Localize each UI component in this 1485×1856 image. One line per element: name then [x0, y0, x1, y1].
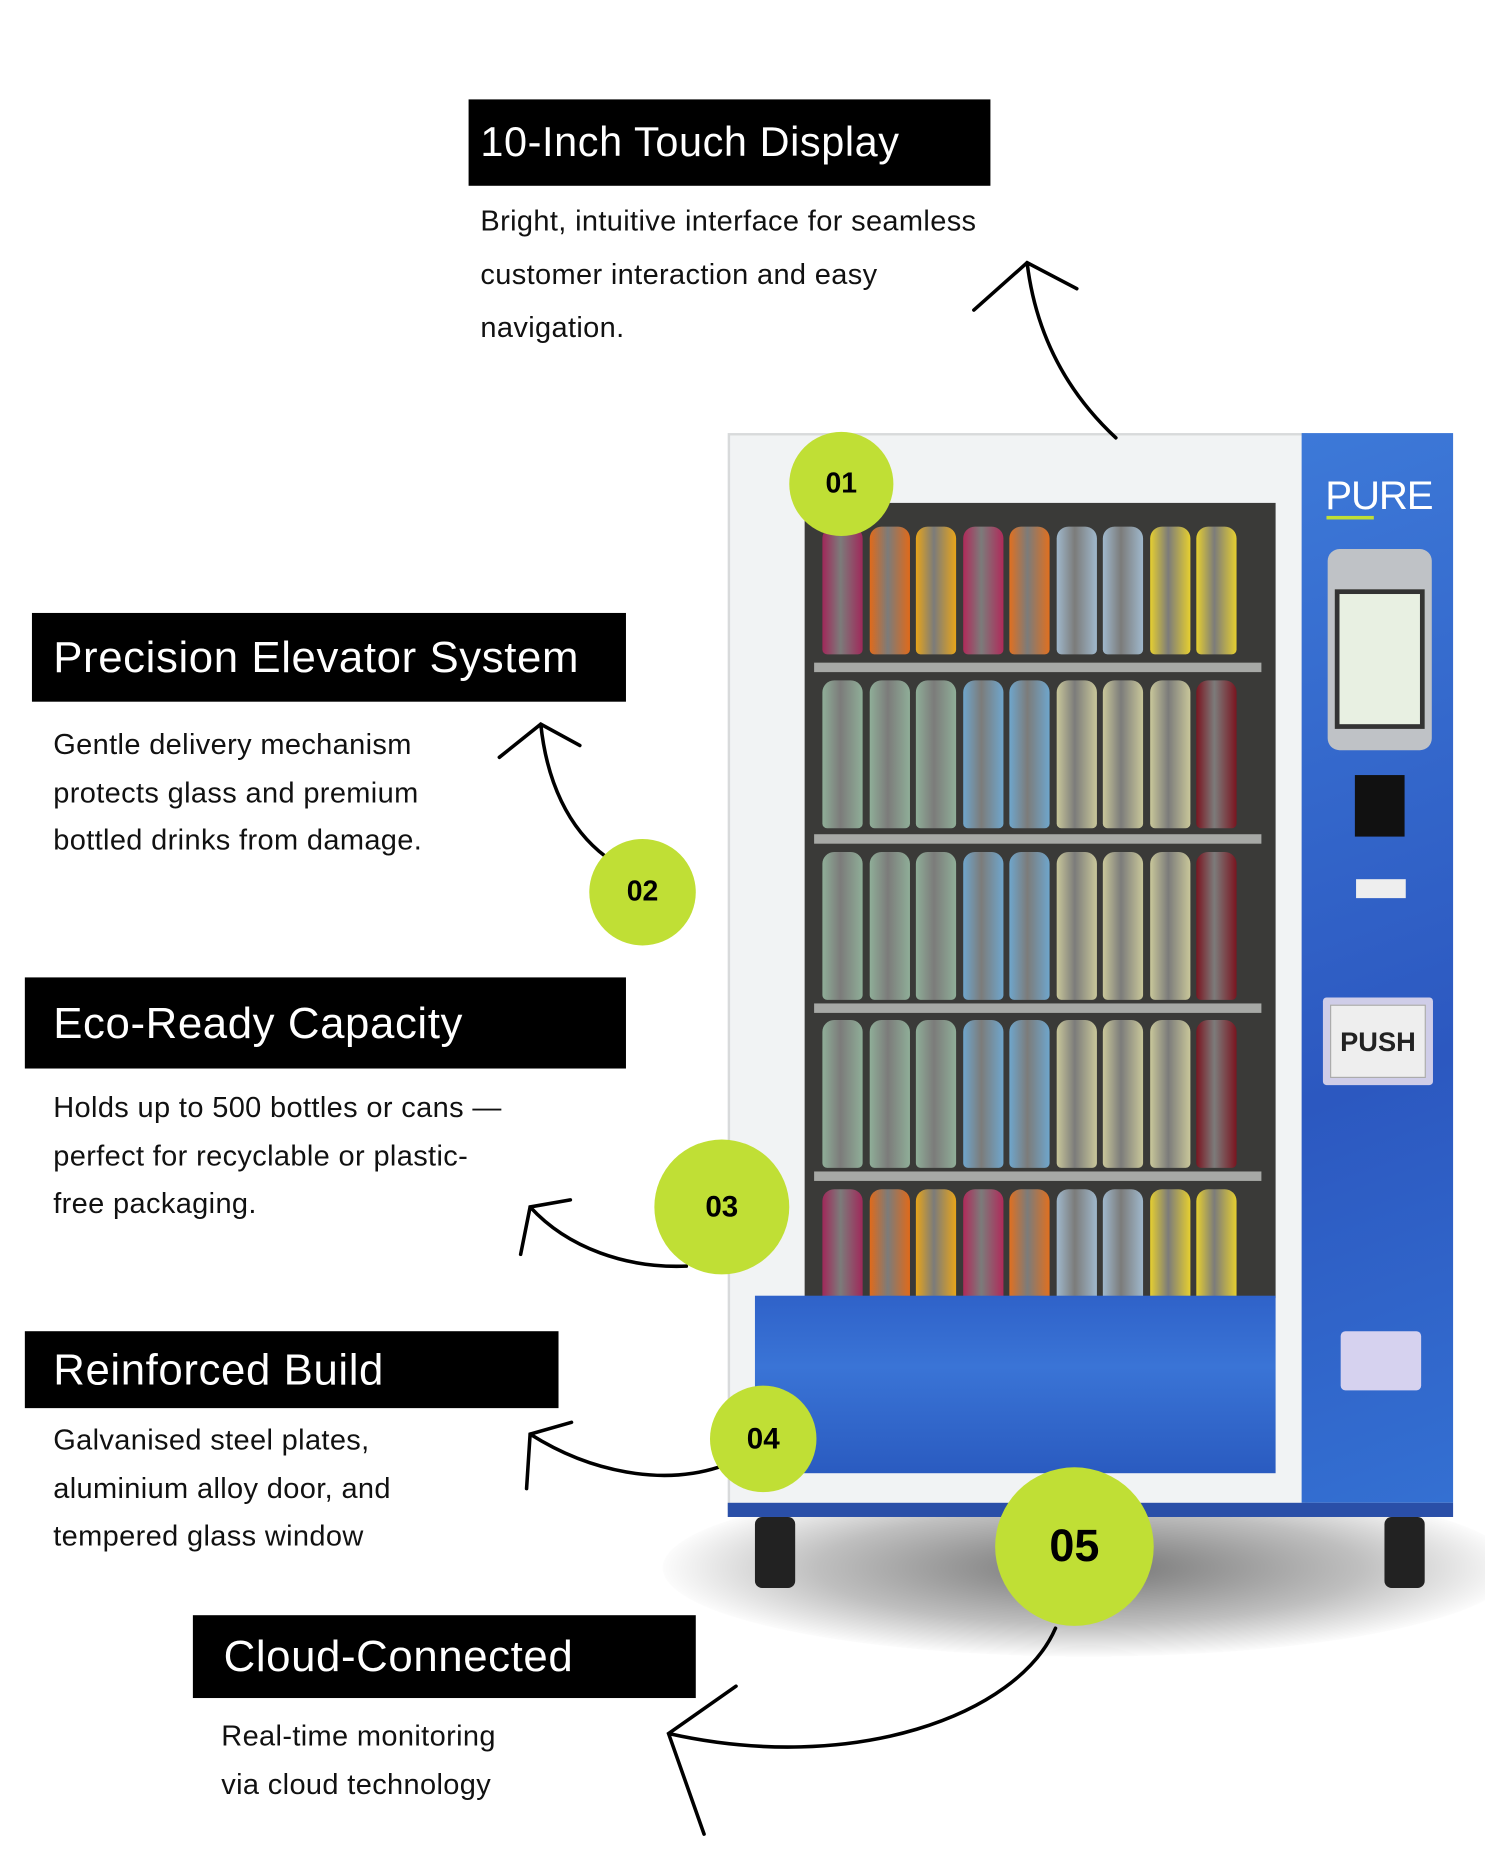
bottle	[1009, 680, 1050, 829]
coin-return-tray	[1340, 1331, 1422, 1391]
feature-number-03: 03	[654, 1139, 790, 1275]
feature-desc-02: Gentle delivery mechanism protects glass…	[53, 722, 422, 866]
bottle	[1102, 851, 1144, 1000]
bottle	[1009, 1020, 1050, 1168]
desc-line: tempered glass window	[53, 1520, 364, 1553]
feature-desc-01: Bright, intuitive interface for seamless…	[480, 195, 976, 355]
logo-underline	[1326, 515, 1374, 520]
bottle	[1196, 526, 1237, 655]
bottle	[1149, 680, 1190, 829]
bottle	[869, 851, 910, 1000]
desc-line: Gentle delivery mechanism	[53, 728, 412, 761]
push-label: PUSH	[1330, 1004, 1426, 1078]
bottle	[1196, 1020, 1237, 1168]
shelf	[814, 834, 1262, 844]
arrow-02	[497, 722, 608, 859]
desc-line: free packaging.	[53, 1188, 257, 1220]
arrow-05	[666, 1626, 1058, 1836]
feature-number-05: 05	[995, 1467, 1154, 1626]
bottle	[1056, 851, 1097, 1000]
wheel	[1384, 1516, 1425, 1588]
desc-line: perfect for recyclable or plastic-	[53, 1140, 469, 1173]
desc-line: customer interaction and easy	[480, 259, 878, 292]
bottle	[1196, 851, 1237, 1000]
feature-number-01: 01	[789, 431, 894, 537]
bottle	[1149, 1020, 1190, 1168]
shelf	[814, 1171, 1262, 1181]
feature-desc-03: Holds up to 500 bottles or cans — perfec…	[53, 1085, 501, 1229]
bottle	[1009, 851, 1050, 1000]
push-door[interactable]: PUSH	[1322, 997, 1433, 1086]
feature-title-03: Eco-Ready Capacity	[24, 977, 626, 1069]
bottle	[822, 1020, 863, 1168]
feature-title-01: 10-Inch Touch Display	[468, 99, 991, 186]
desc-line: bottled drinks from damage.	[53, 824, 423, 857]
touch-screen[interactable]	[1327, 549, 1432, 751]
bottle	[1056, 1020, 1097, 1168]
coin-insert-slot	[1356, 879, 1406, 899]
brand-logo: PURE	[1325, 473, 1433, 519]
desc-line: Holds up to 500 bottles or cans —	[53, 1092, 502, 1125]
bill-insert-slot	[1354, 775, 1405, 837]
bottle	[915, 1020, 957, 1168]
desc-line: Real-time monitoring	[221, 1720, 496, 1753]
feature-title-02: Precision Elevator System	[31, 612, 626, 702]
feature-number-04: 04	[709, 1385, 817, 1493]
bottle	[1102, 1020, 1144, 1168]
desc-line: via cloud technology	[221, 1768, 492, 1801]
desc-line: Bright, intuitive interface for seamless	[480, 205, 977, 238]
bottle	[962, 851, 1003, 1000]
bottle	[1102, 680, 1144, 829]
wheel	[754, 1516, 796, 1588]
arrow-01	[972, 260, 1118, 440]
feature-desc-05: Real-time monitoring via cloud technolog…	[221, 1713, 496, 1809]
desc-line: Galvanised steel plates,	[53, 1424, 370, 1457]
bottle	[1149, 526, 1190, 655]
arrow-03	[518, 1198, 689, 1269]
bottle	[915, 851, 957, 1000]
bottle	[1149, 851, 1190, 1000]
bottle	[822, 851, 863, 1000]
shelf	[814, 1003, 1262, 1013]
bottle	[869, 1020, 910, 1168]
shelf	[814, 662, 1262, 673]
bottle	[962, 1020, 1003, 1168]
bottle	[1009, 526, 1050, 655]
feature-title-04: Reinforced Build	[24, 1331, 559, 1409]
bottle	[1196, 680, 1237, 829]
bottle	[915, 680, 957, 829]
bottle	[915, 526, 957, 655]
desc-line: protects glass and premium	[53, 776, 419, 809]
water-graphic-panel	[754, 1295, 1276, 1474]
bottle	[869, 680, 910, 829]
desc-line: aluminium alloy door, and	[53, 1472, 391, 1505]
bottle	[869, 526, 910, 655]
bottle	[962, 680, 1003, 829]
desc-line: navigation.	[480, 312, 625, 345]
bottle	[1056, 680, 1097, 829]
bottle	[962, 526, 1003, 655]
bottle	[822, 526, 863, 655]
feature-title-05: Cloud-Connected	[192, 1615, 696, 1699]
feature-desc-04: Galvanised steel plates, aluminium alloy…	[53, 1418, 391, 1562]
bottle	[1056, 526, 1097, 655]
feature-number-02: 02	[589, 838, 696, 946]
arrow-04	[524, 1420, 721, 1491]
bottle	[822, 680, 863, 829]
bottle	[1102, 526, 1144, 655]
